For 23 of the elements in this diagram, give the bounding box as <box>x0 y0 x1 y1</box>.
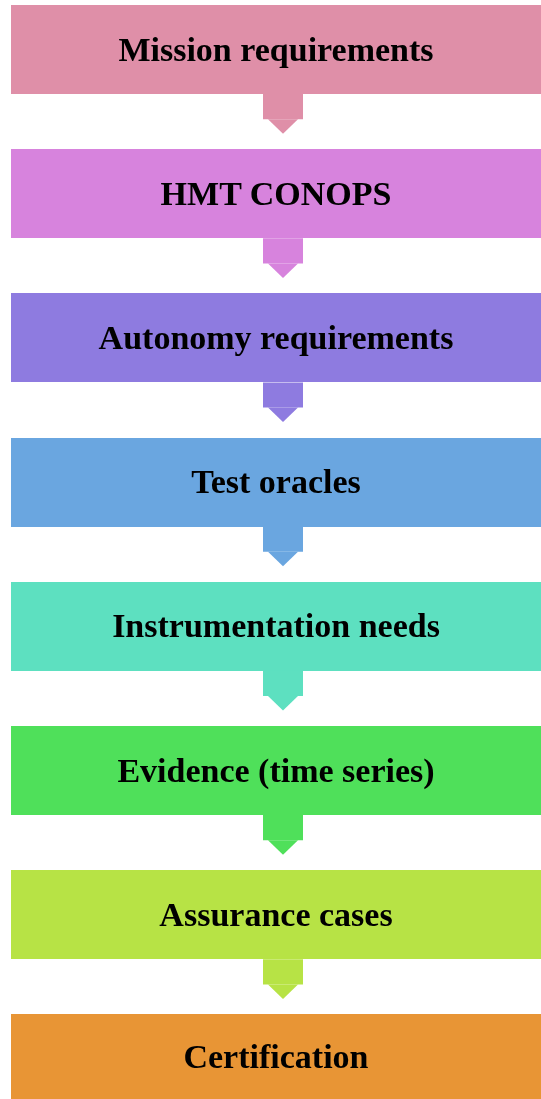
box-label: Instrumentation needs <box>112 607 440 646</box>
box-label: Certification <box>183 1037 369 1076</box>
block-arrow <box>263 382 303 423</box>
box-label: Autonomy requirements <box>98 318 454 357</box>
box-label: Mission requirements <box>118 30 434 69</box>
process-box <box>11 581 541 671</box>
block-arrow <box>263 94 303 134</box>
block-arrow <box>263 815 303 855</box>
process-box <box>11 293 541 383</box>
process-box <box>11 149 541 239</box>
box-label: Assurance cases <box>159 895 393 934</box>
box-label: Evidence (time series) <box>117 751 435 790</box>
block-arrow <box>263 959 303 999</box>
process-box <box>11 437 541 527</box>
box-label: Test oracles <box>191 463 361 502</box>
box-label: HMT CONOPS <box>160 174 392 213</box>
block-arrow <box>263 238 303 278</box>
block-arrow <box>263 670 303 711</box>
process-box <box>11 726 541 815</box>
process-box <box>11 1014 541 1099</box>
process-box <box>11 870 541 960</box>
block-arrow <box>263 526 303 567</box>
process-box <box>11 5 541 94</box>
